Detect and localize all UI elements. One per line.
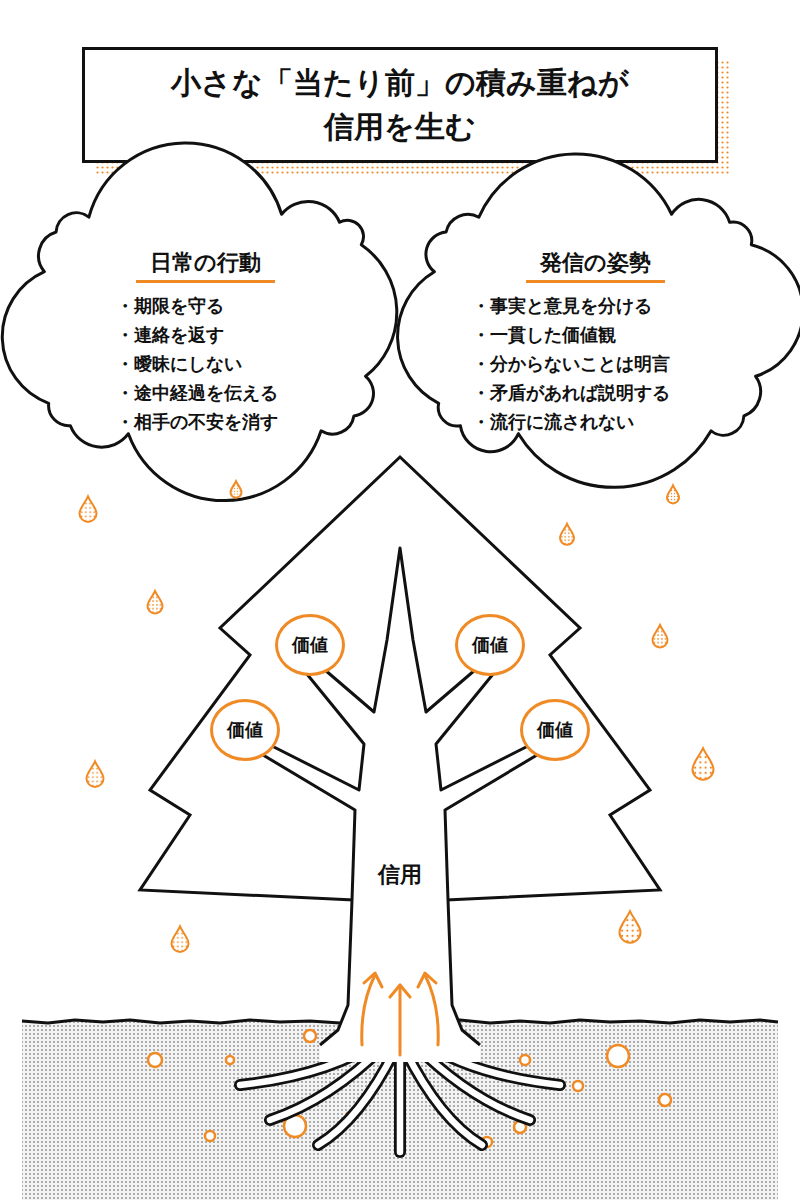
soil-bubble <box>573 1081 583 1091</box>
raindrops <box>80 481 714 952</box>
arrow-head <box>390 985 410 997</box>
bullet-item: ・分からないことは明言 <box>472 349 780 378</box>
bullet-item: ・連絡を返す <box>116 320 390 349</box>
circle-node: 価値 <box>210 699 280 761</box>
value-label: 価値 <box>537 719 573 741</box>
root <box>397 1050 404 1152</box>
raindrop <box>80 496 97 522</box>
raindrop <box>148 591 163 614</box>
growth-arrow <box>425 975 438 1045</box>
bullet-item: ・途中経過を伝える <box>116 378 390 407</box>
arrow-head <box>364 973 382 987</box>
trunk-label: 信用 <box>350 860 450 890</box>
raindrop <box>560 524 574 545</box>
raindrop <box>667 485 679 503</box>
cloud-heading: 発信の姿勢 <box>526 248 665 283</box>
bullet-item: ・事実と意見を分ける <box>472 291 780 320</box>
cloud-outline <box>2 143 397 501</box>
arrow-head <box>418 973 436 987</box>
value-label: 価値 <box>227 719 263 741</box>
cloud-heading: 日常の行動 <box>136 248 275 283</box>
soil-bubble <box>148 1053 162 1067</box>
title-text: 小さな「当たり前」の積み重ねが 信用を生む <box>130 61 670 149</box>
cloud-node: 日常の行動・期限を守る・連絡を返す・曖昧にしない・途中経過を伝える・相手の不安を… <box>20 190 390 458</box>
soil-bubble <box>607 1045 629 1067</box>
soil-bubble <box>520 1055 530 1065</box>
tree-trunk <box>258 548 542 1062</box>
tree-outline <box>100 440 700 1170</box>
raindrop <box>87 761 104 787</box>
circle-node: 価値 <box>520 699 590 761</box>
soil-bubble <box>205 1131 215 1141</box>
bullet-item: ・流行に流されない <box>472 407 780 436</box>
value-label: 価値 <box>472 634 508 656</box>
soil-bubble <box>659 1094 671 1106</box>
raindrop <box>231 481 242 498</box>
cloud-outline <box>398 154 800 487</box>
circle-node: 価値 <box>455 614 525 676</box>
growth-arrows <box>362 973 438 1055</box>
trunk-outline <box>258 548 542 1045</box>
circle-node: 価値 <box>275 614 345 676</box>
soil-bubble <box>226 1056 234 1064</box>
value-label: 価値 <box>292 634 328 656</box>
root <box>318 1050 395 1145</box>
bullet-item: ・期限を守る <box>116 291 390 320</box>
raindrop <box>653 625 668 648</box>
bullet-item: ・相手の不安を消す <box>116 407 390 436</box>
raindrop <box>172 926 189 952</box>
bullet-item: ・矛盾があれば説明する <box>472 378 780 407</box>
raindrop <box>693 748 714 780</box>
soil-bubble <box>304 1030 316 1042</box>
raindrop <box>620 911 641 943</box>
bullet-item: ・一貫した価値観 <box>472 320 780 349</box>
tree-node: 信用価値価値価値価値 <box>100 440 700 1170</box>
tree-illustration <box>140 457 660 1062</box>
bullet-item: ・曖昧にしない <box>116 349 390 378</box>
growth-arrow <box>362 975 375 1045</box>
growth-arrow <box>399 985 402 1055</box>
cloud-node: 発信の姿勢・事実と意見を分ける・一貫した価値観・分からないことは明言・矛盾があれ… <box>410 190 780 458</box>
root <box>394 1050 406 1152</box>
